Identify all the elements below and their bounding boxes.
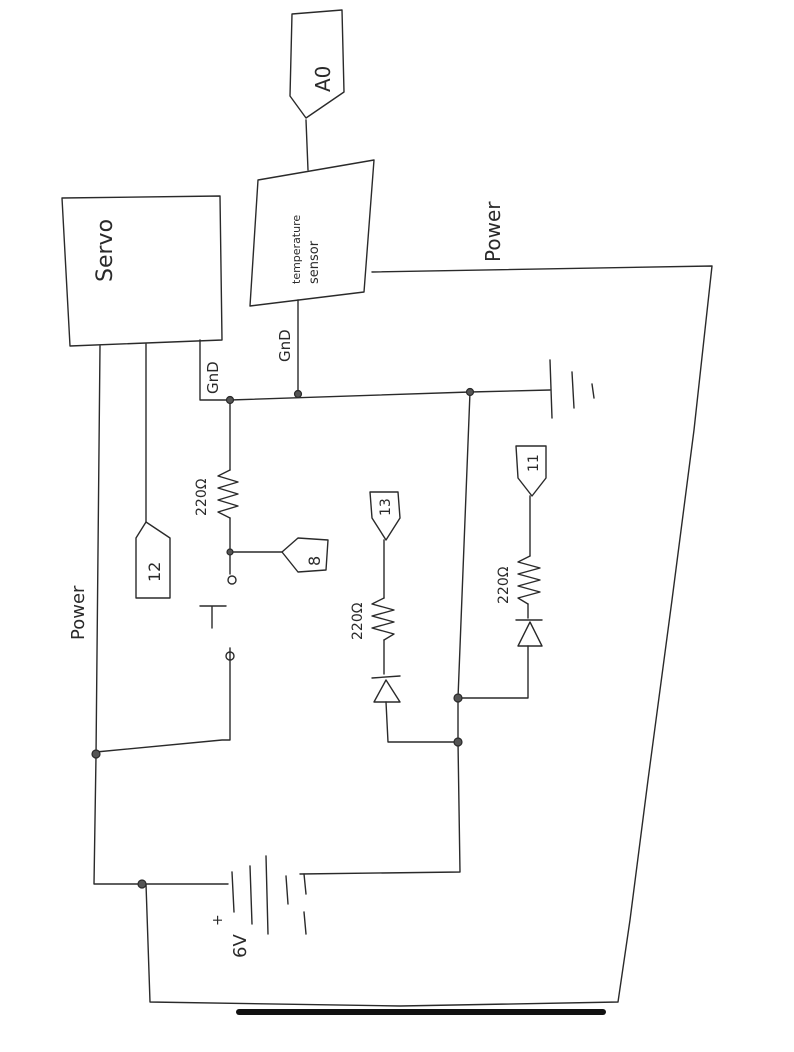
pin-11-label: 11 [526, 454, 542, 472]
temp-sensor-box [249, 159, 375, 307]
push-button [95, 551, 231, 753]
servo-label: Servo [93, 219, 118, 282]
pin-a0-tag [289, 9, 345, 119]
gnd-servo-label: GnD [204, 361, 222, 394]
pin-12-label: 12 [145, 562, 164, 582]
power-right-label: Power [481, 201, 505, 262]
gnd-sensor-label: GnD [276, 329, 294, 362]
pin-11-tag [515, 445, 547, 497]
junction-sensor-gnd [293, 389, 303, 399]
junction-power-left [91, 749, 101, 759]
pin-12-tag [135, 521, 171, 599]
junction-gnd-rail [465, 387, 475, 397]
power-left-label: Power [68, 585, 89, 640]
temp-sensor-label-1: temperature [290, 215, 303, 284]
junction-pin-8 [226, 548, 234, 556]
ground-symbol [549, 359, 595, 419]
battery-plus: + [210, 914, 226, 926]
sensor-power-wire [145, 265, 713, 1007]
servo-box [61, 195, 223, 347]
pin-13-tag [369, 491, 401, 541]
temp-sensor-label-2: sensor [307, 240, 322, 284]
home-indicator-bar [236, 1009, 606, 1015]
button-contact-top [227, 575, 237, 585]
junction-led-11 [453, 693, 463, 703]
button-contact-bottom [225, 651, 235, 661]
sensor-a0-wire [305, 119, 309, 171]
junction-battery [137, 879, 147, 889]
resistor-3 [517, 555, 541, 605]
led-13-diode [371, 675, 401, 703]
gnd-rail [229, 389, 551, 401]
return-rail [299, 391, 471, 875]
resistor-2 [371, 597, 395, 641]
resistor-1-label: 220Ω [194, 478, 210, 516]
battery-symbol [145, 855, 307, 935]
led-11-wire [457, 495, 531, 699]
led-11-diode [515, 619, 543, 647]
junction-led-13 [453, 737, 463, 747]
junction-servo-gnd [225, 395, 235, 405]
resistor-2-label: 220Ω [350, 602, 366, 640]
pin-8-tag [281, 537, 329, 573]
resistor-1 [217, 469, 239, 519]
servo-gnd-wire [199, 339, 231, 401]
servo-power-wire [93, 345, 141, 885]
led-13-wire [383, 539, 459, 743]
pin-a0-label: A0 [311, 66, 335, 92]
battery-voltage-label: 6V [230, 934, 251, 958]
resistor-3-label: 220Ω [496, 566, 512, 604]
pin-8-label: 8 [305, 556, 324, 566]
pin-13-label: 13 [378, 498, 394, 516]
